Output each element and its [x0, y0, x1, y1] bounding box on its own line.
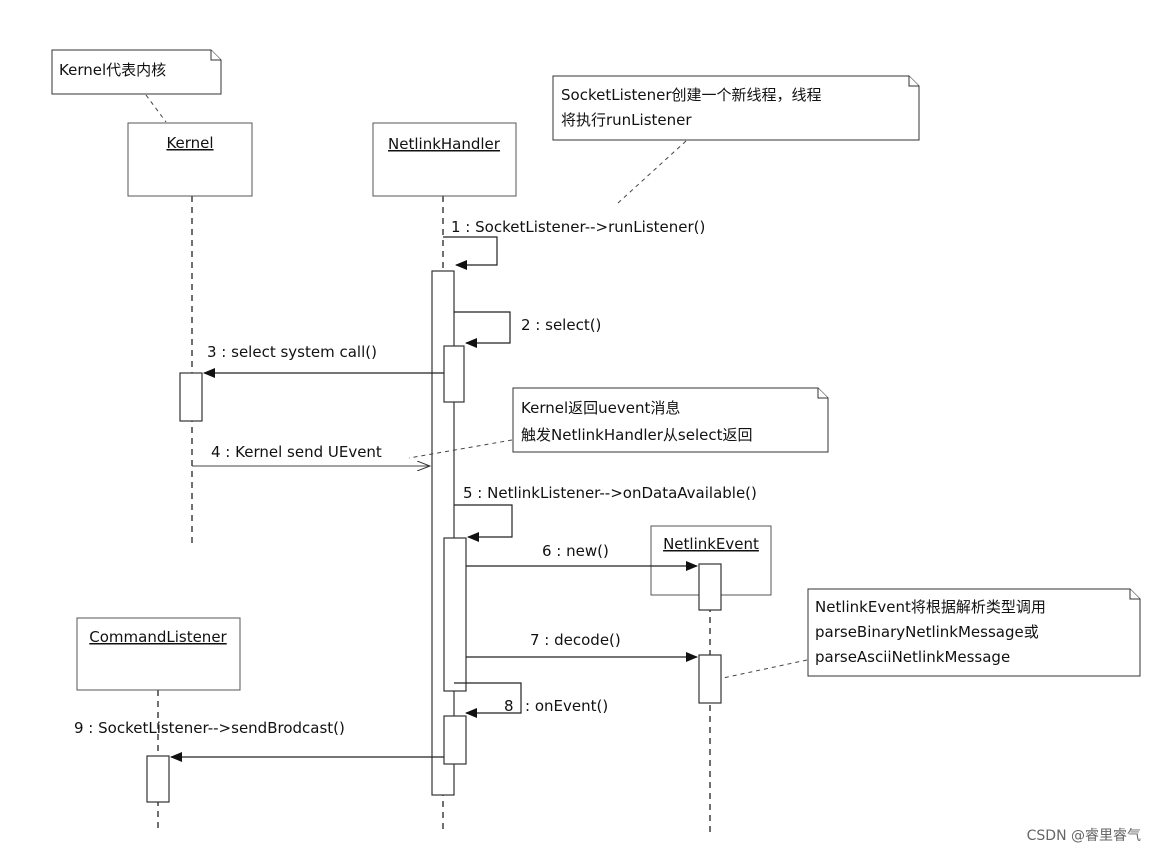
uevent-note-line2: 触发NetlinkHandler从select返回: [521, 426, 753, 444]
watermark: CSDN @睿里睿气: [1027, 828, 1141, 844]
netlink-handler-participant-label: NetlinkHandler: [388, 135, 501, 153]
event-note-line2: parseBinaryNetlinkMessage或: [815, 623, 1039, 641]
onevent-activation: [443, 715, 467, 765]
netlink-event-participant-label: NetlinkEvent: [663, 535, 759, 553]
socket-note-line1: SocketListener创建一个新线程，线程: [561, 86, 822, 104]
command-listener-activation: [146, 755, 170, 803]
socket-note-line2: 将执行runListener: [561, 111, 692, 129]
command-listener-participant: CommandListener: [76, 617, 241, 691]
kernel-note-anchor: [145, 94, 167, 123]
uevent-note-anchor: [408, 439, 513, 459]
netlink-event-activation-new: [698, 563, 722, 611]
uevent-note: Kernel返回uevent消息 触发NetlinkHandler从select…: [408, 387, 829, 459]
msg9-label: 9 : SocketListener-->sendBrodcast(): [74, 719, 345, 737]
event-note-anchor: [722, 659, 808, 679]
netlink-event-activation-decode: [698, 654, 722, 704]
msg5-arrow: [454, 504, 513, 542]
event-note-line3: parseAsciiNetlinkMessage: [815, 648, 1010, 666]
socket-note-anchor: [617, 140, 687, 204]
ondataavailable-activation: [443, 537, 467, 692]
msg2-arrow: [454, 311, 511, 348]
command-listener-participant-label: CommandListener: [89, 628, 227, 646]
select-activation: [443, 345, 465, 403]
kernel-note: Kernel代表内核: [51, 49, 222, 123]
msg4-label: 4 : Kernel send UEvent: [211, 443, 382, 461]
msg8-number: 8: [504, 697, 514, 715]
msg1-arrow: [443, 236, 498, 270]
socket-listener-note: SocketListener创建一个新线程，线程 将执行runListener: [552, 75, 920, 204]
msg3-label: 3 : select system call(): [207, 343, 377, 361]
event-note-line1: NetlinkEvent将根据解析类型调用: [815, 598, 1046, 616]
netlink-event-note: NetlinkEvent将根据解析类型调用 parseBinaryNetlink…: [722, 588, 1141, 679]
msg8-arrow: [454, 682, 522, 718]
netlink-handler-participant: NetlinkHandler: [372, 122, 517, 197]
kernel-activation: [179, 372, 203, 422]
kernel-participant-label: Kernel: [166, 134, 213, 152]
kernel-participant: Kernel: [127, 122, 253, 197]
msg6-label: 6 : new(): [542, 542, 609, 560]
uevent-note-line1: Kernel返回uevent消息: [521, 399, 680, 417]
msg2-label: 2 : select(): [521, 316, 601, 334]
msg8-label: : onEvent(): [525, 697, 608, 715]
msg5-label: 5 : NetlinkListener-->onDataAvailable(): [463, 484, 757, 502]
msg1-label: 1 : SocketListener-->runListener(): [451, 218, 705, 236]
kernel-note-text: Kernel代表内核: [59, 61, 166, 79]
msg7-label: 7 : decode(): [530, 631, 621, 649]
